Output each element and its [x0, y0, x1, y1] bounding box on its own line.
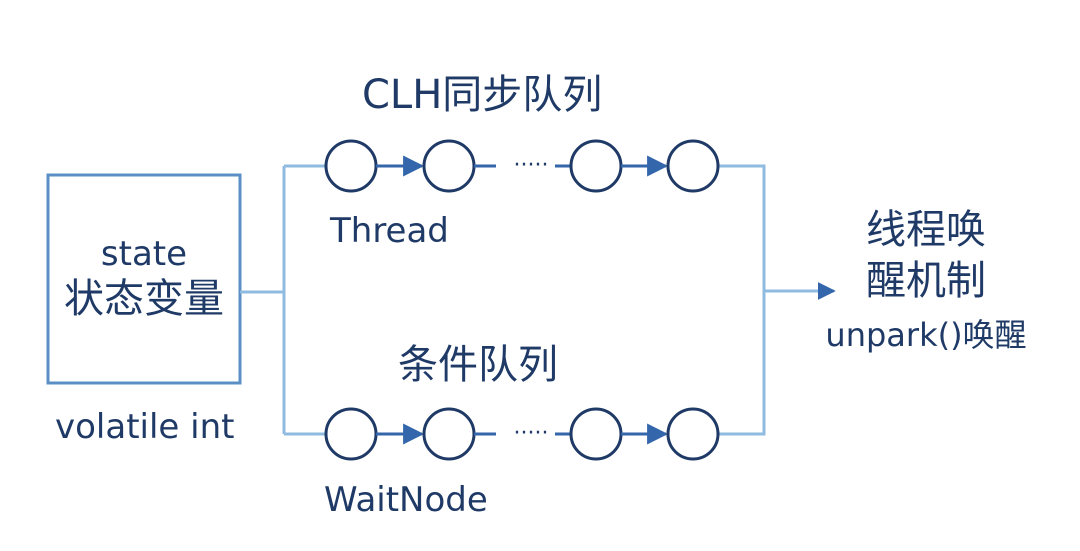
cond-node-3 — [569, 407, 623, 461]
right-bracket-connector — [718, 164, 834, 436]
wake-title-line-1: 线程唤 — [866, 207, 986, 253]
clh-node-1 — [324, 139, 378, 193]
clh-node-2 — [422, 139, 476, 193]
state-type-label: volatile int — [55, 407, 235, 447]
wake-method-label: unpark()唤醒 — [825, 316, 1027, 355]
cond-node-1 — [324, 407, 378, 461]
cond-node-2 — [422, 407, 476, 461]
condition-queue-title: 条件队列 — [398, 342, 558, 388]
state-name: state — [100, 234, 188, 275]
state-box-content: state 状态变量 — [48, 175, 240, 383]
condition-queue: ····· — [324, 407, 720, 461]
condition-node-label: WaitNode — [324, 480, 488, 520]
clh-node-label: Thread — [330, 211, 449, 251]
left-bracket-connector — [240, 164, 326, 436]
state-label-cn: 状态变量 — [64, 275, 224, 322]
cond-node-4 — [666, 407, 720, 461]
clh-node-4 — [666, 139, 720, 193]
clh-queue-title: CLH同步队列 — [362, 72, 603, 118]
cond-ellipsis: ····· — [514, 421, 549, 446]
clh-node-3 — [569, 139, 623, 193]
state-box — [46, 173, 242, 385]
wake-mechanism: 线程唤 醒机制 unpark()唤醒 — [810, 205, 1042, 359]
clh-ellipsis: ····· — [514, 153, 549, 178]
clh-queue: ····· — [324, 139, 720, 193]
wake-title-line-2: 醒机制 — [866, 258, 986, 305]
